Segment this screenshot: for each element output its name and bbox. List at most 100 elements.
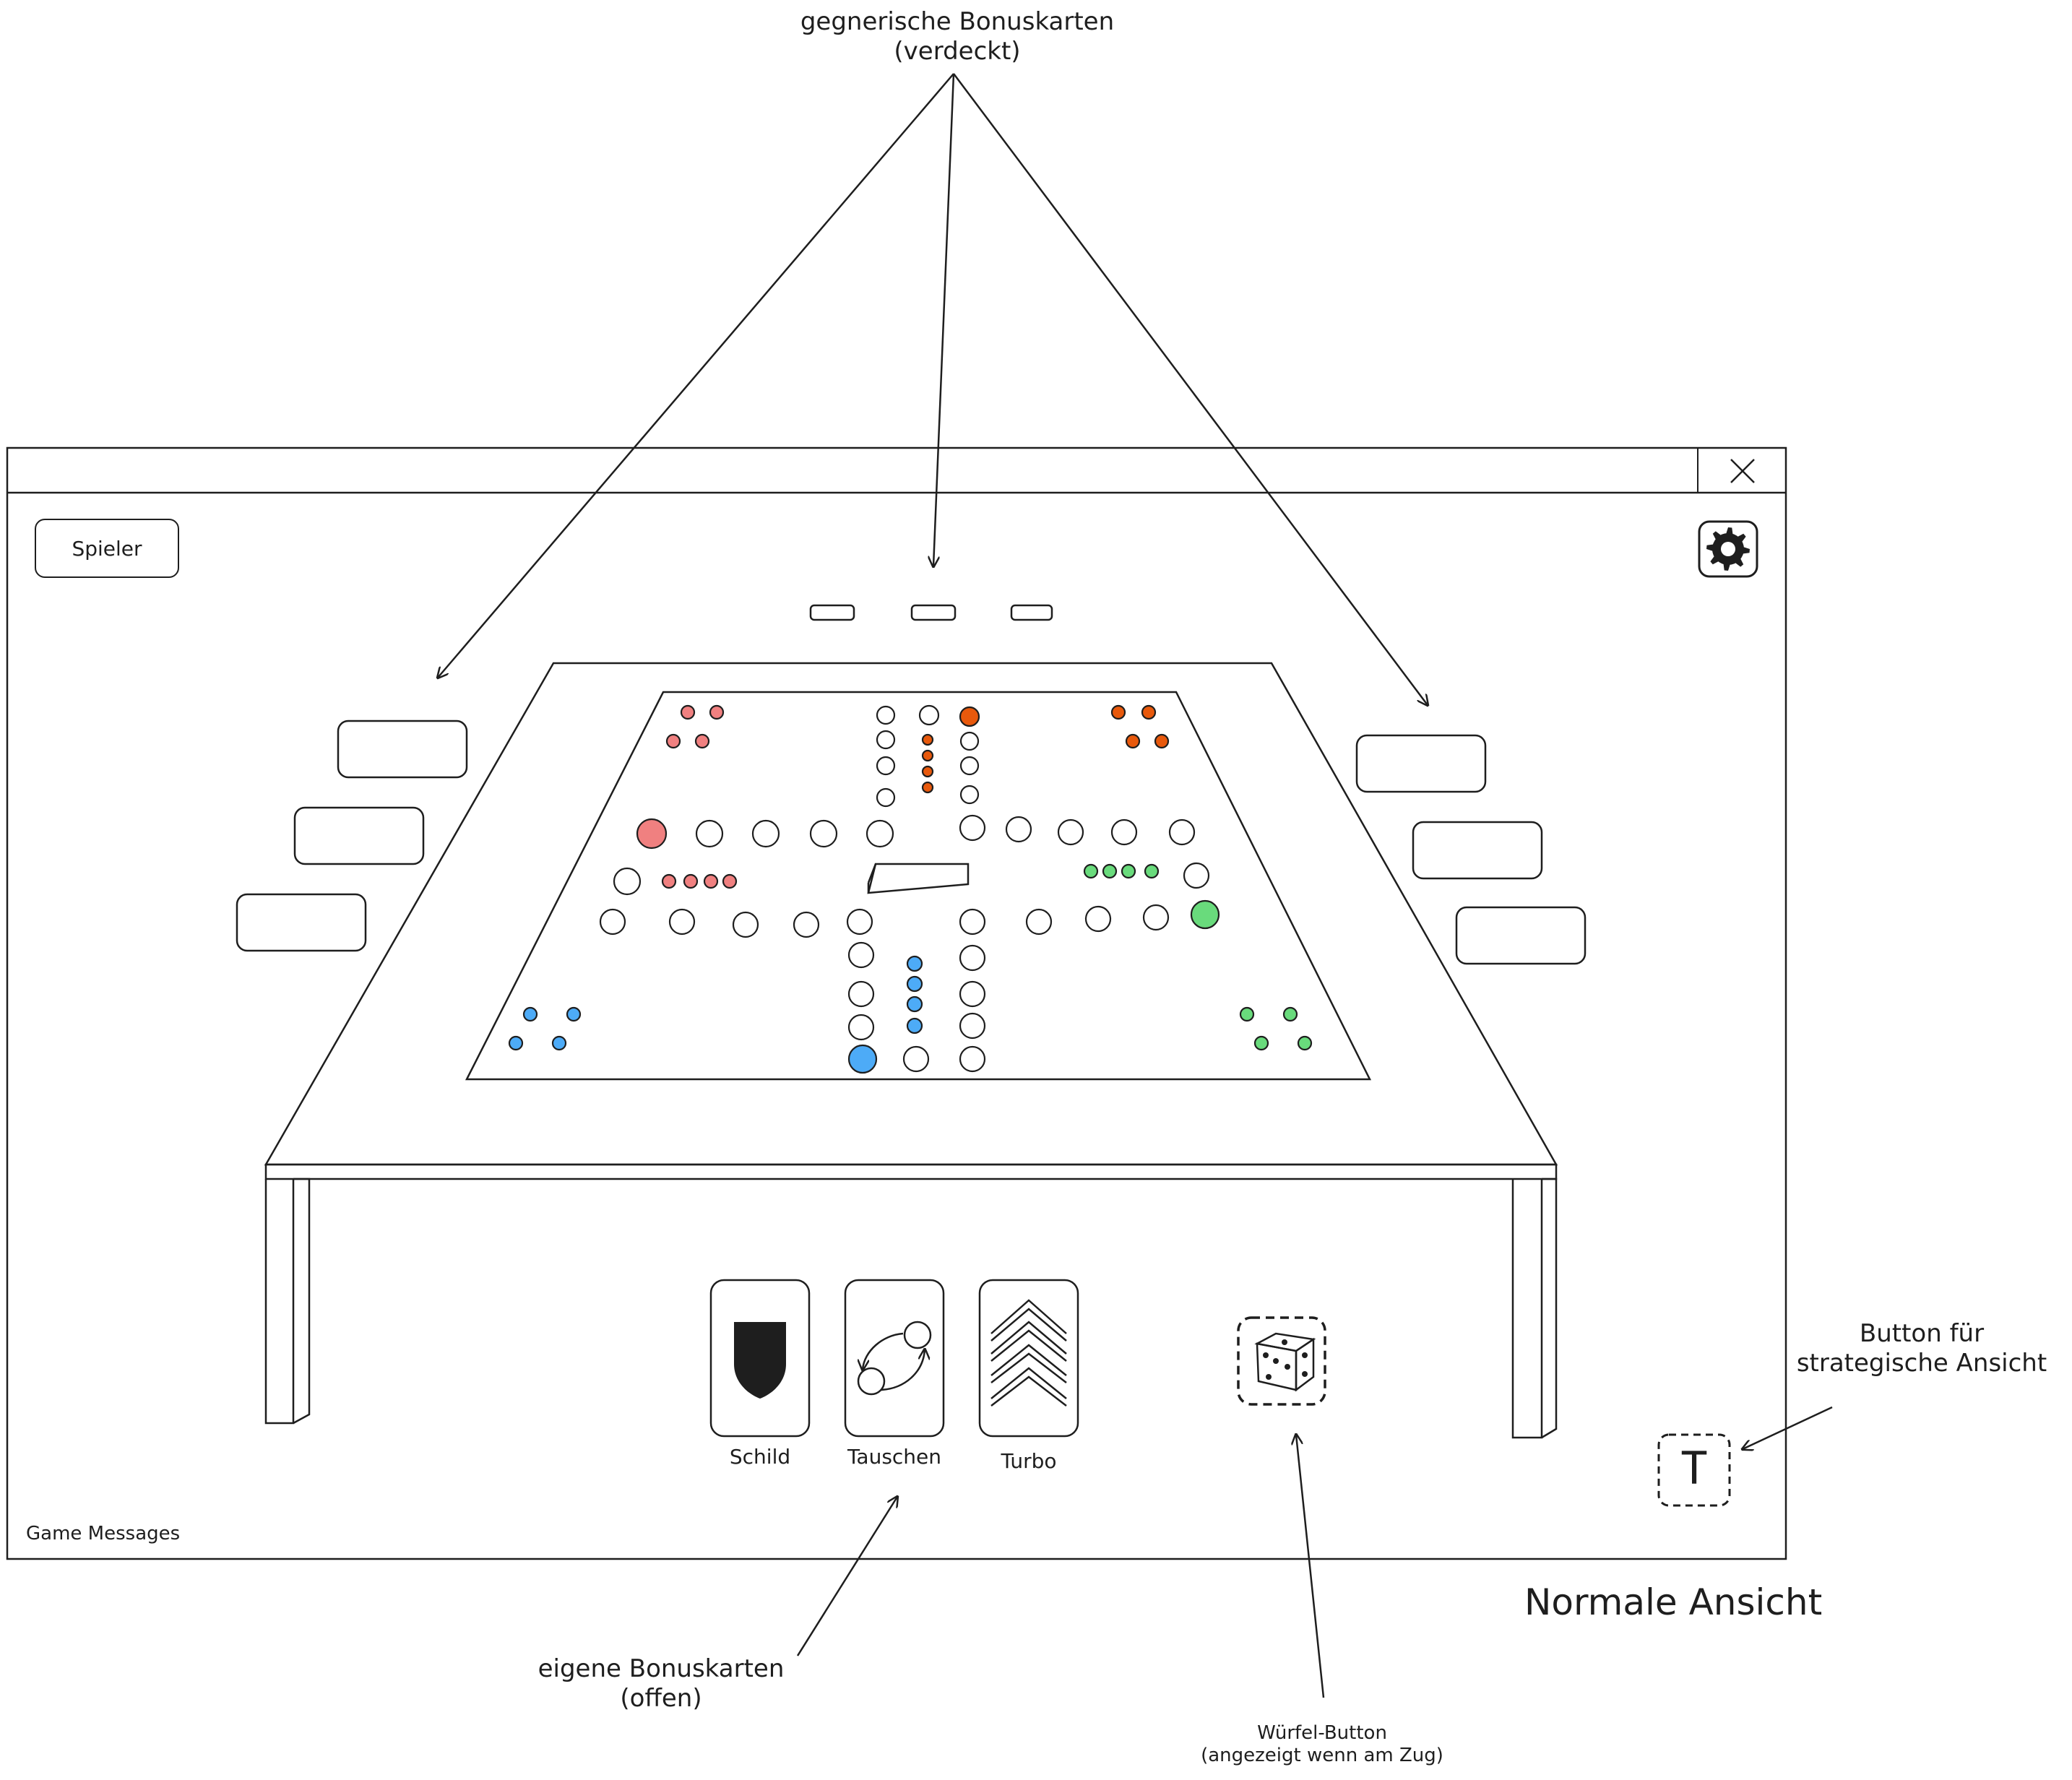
opponent-right-card <box>1412 821 1543 880</box>
board-piece <box>1297 1035 1313 1051</box>
chevrons-up-icon <box>990 1299 1067 1407</box>
board-piece <box>551 1035 567 1051</box>
opponent-right-card <box>1455 906 1587 965</box>
board-piece <box>921 765 934 778</box>
board-field <box>847 941 875 969</box>
board-field <box>918 704 940 726</box>
board-piece <box>921 749 934 762</box>
board-field <box>959 908 986 936</box>
board-field <box>1168 818 1196 846</box>
view-title: Normale Ansicht <box>1524 1581 1823 1623</box>
opponent-top-card <box>910 604 957 621</box>
board-piece <box>680 704 696 720</box>
board-field <box>1084 905 1112 933</box>
board-field <box>876 705 896 725</box>
board-field <box>847 1014 875 1041</box>
board-field <box>613 867 642 896</box>
board-field <box>876 730 896 750</box>
board-center-box <box>867 863 970 894</box>
strategic-button-annotation: Button für strategische Ansicht <box>1777 1319 2066 1378</box>
table <box>264 662 1558 1439</box>
player-button-label: Spieler <box>72 536 142 561</box>
dice-button-annotation: Würfel-Button (angezeigt wenn am Zug) <box>1170 1722 1474 1767</box>
board-field <box>732 911 759 938</box>
board-piece <box>921 733 934 746</box>
board-piece <box>1144 863 1160 879</box>
strategic-button-glyph: T <box>1680 1442 1708 1495</box>
board-piece <box>1239 1006 1255 1022</box>
board-piece <box>522 1006 538 1022</box>
close-icon[interactable] <box>1730 459 1755 483</box>
board-field <box>847 980 875 1008</box>
player-button[interactable]: Spieler <box>35 519 179 578</box>
board-field <box>866 819 894 848</box>
board-field <box>959 785 980 805</box>
opponent-top-card <box>809 604 855 621</box>
board-piece <box>709 704 725 720</box>
board-piece <box>703 873 719 889</box>
board-field <box>959 1012 986 1040</box>
turbo-card[interactable] <box>978 1279 1079 1438</box>
gear-icon <box>1706 527 1750 571</box>
board-piece <box>1154 733 1170 749</box>
board-piece <box>1102 863 1118 879</box>
board-piece <box>661 873 677 889</box>
game-board <box>465 691 1372 1081</box>
board-field <box>809 819 838 848</box>
board-piece <box>1190 899 1220 930</box>
board-piece <box>906 995 923 1013</box>
dice-icon <box>1254 1332 1316 1392</box>
board-piece <box>665 733 681 749</box>
board-field <box>751 819 780 848</box>
board-field <box>959 756 980 776</box>
board-field <box>959 980 986 1008</box>
board-field <box>1005 816 1032 843</box>
swap-card-label: Tauschen <box>847 1445 942 1469</box>
board-fields <box>508 704 1313 1074</box>
board-field <box>959 814 986 842</box>
board-piece <box>1141 704 1157 720</box>
board-field <box>959 1045 986 1073</box>
dice-button[interactable] <box>1237 1316 1326 1406</box>
annotation-line: Würfel-Button <box>1257 1722 1387 1744</box>
board-piece <box>1083 863 1099 879</box>
board-field <box>1142 904 1170 931</box>
board-piece <box>1121 863 1136 879</box>
window-frame <box>6 446 1787 1560</box>
strategic-view-button[interactable] <box>1657 1433 1731 1507</box>
opponent-left-card <box>293 806 425 865</box>
annotation-line: gegnerische Bonuskarten <box>800 7 1115 36</box>
settings-button[interactable] <box>1698 520 1758 578</box>
board-piece <box>906 1017 923 1034</box>
board-field <box>902 1045 930 1073</box>
board-field <box>793 911 820 938</box>
board-field <box>599 908 626 936</box>
board-piece <box>636 818 668 850</box>
board-field <box>1057 818 1084 846</box>
annotation-line: (verdeckt) <box>894 36 1021 66</box>
annotation-line: (angezeigt wenn am Zug) <box>1201 1745 1443 1767</box>
board-piece <box>722 873 738 889</box>
own-cards-annotation: eigene Bonuskarten (offen) <box>520 1654 802 1714</box>
board-piece <box>921 781 934 794</box>
annotation-line: (offen) <box>620 1683 702 1713</box>
shield-icon <box>734 1322 786 1399</box>
board-piece <box>847 1044 878 1074</box>
board-piece <box>508 1035 524 1051</box>
shield-card[interactable] <box>709 1279 811 1438</box>
board-field <box>695 819 724 848</box>
opponent-left-card <box>236 893 367 952</box>
board-piece <box>566 1006 582 1022</box>
board-piece <box>906 955 923 972</box>
turbo-card-label: Turbo <box>1001 1449 1057 1473</box>
board-field <box>1025 908 1053 936</box>
board-piece <box>1125 733 1141 749</box>
board-field <box>959 944 986 972</box>
swap-icon <box>858 1321 932 1396</box>
board-field <box>876 756 896 776</box>
swap-card[interactable] <box>844 1279 945 1438</box>
annotation-arrows <box>438 73 1833 1698</box>
board-piece <box>683 873 699 889</box>
board-piece <box>694 733 710 749</box>
